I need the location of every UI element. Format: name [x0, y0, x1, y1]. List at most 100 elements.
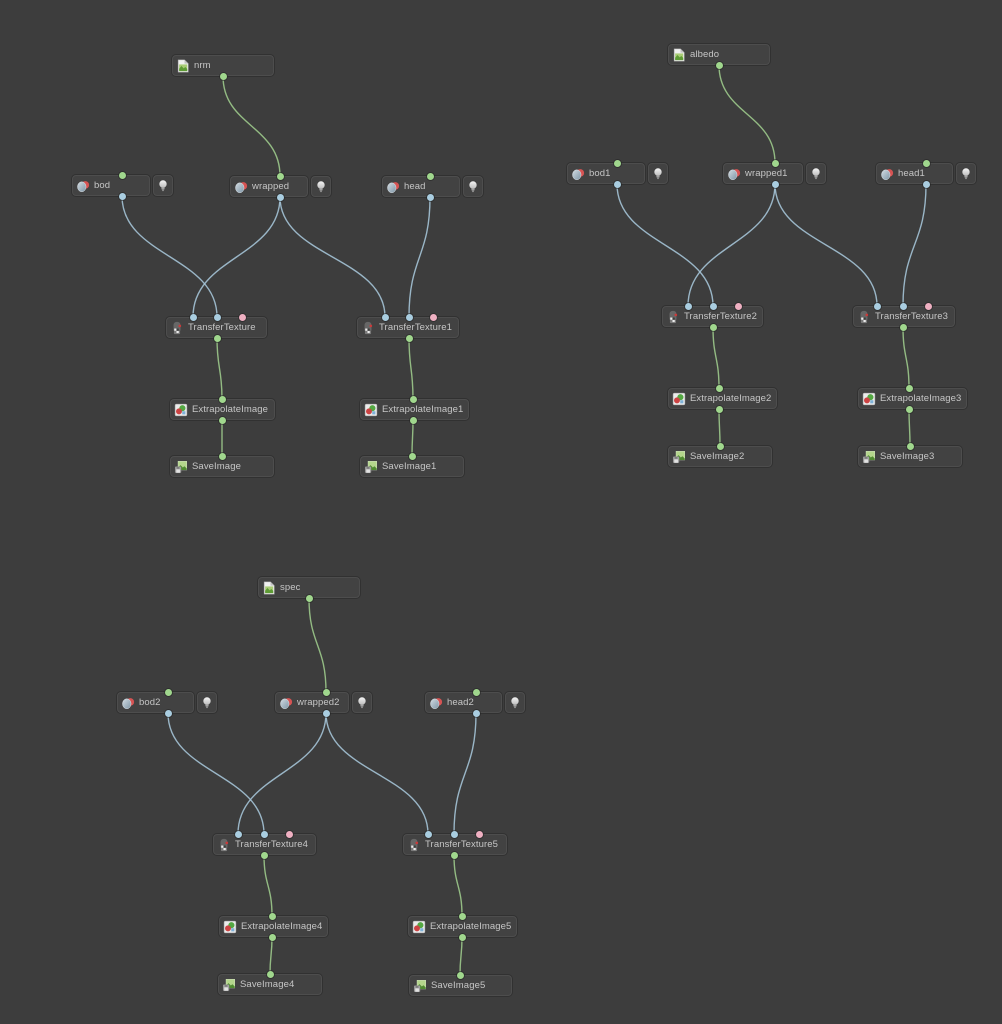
input-port-wrapped2[interactable]: [322, 688, 330, 696]
edge-TransferTexture3-to-ExtrapolateImage3[interactable]: [902, 326, 910, 389]
input-port-bod2[interactable]: [164, 688, 172, 696]
input-port-SaveImage4[interactable]: [266, 970, 274, 978]
edge-head-to-TransferTexture1[interactable]: [408, 196, 431, 318]
input-port-TransferTexture4[interactable]: [260, 830, 268, 838]
visibility-toggle[interactable]: [505, 692, 525, 713]
output-port-ExtrapolateImage5[interactable]: [458, 933, 466, 941]
node-head2[interactable]: head2: [425, 692, 525, 713]
edge-wrapped-to-TransferTexture[interactable]: [192, 196, 281, 318]
input-port-TransferTexture5[interactable]: [424, 830, 432, 838]
output-port-ExtrapolateImage2[interactable]: [715, 405, 723, 413]
output-port-TransferTexture1[interactable]: [405, 334, 413, 342]
output-port-wrapped1[interactable]: [771, 180, 779, 188]
visibility-toggle[interactable]: [153, 175, 173, 196]
input-port-head1[interactable]: [922, 159, 930, 167]
input-port-TransferTexture3[interactable]: [873, 302, 881, 310]
output-port-TransferTexture4[interactable]: [260, 851, 268, 859]
visibility-toggle[interactable]: [806, 163, 826, 184]
input-port-TransferTexture[interactable]: [238, 313, 246, 321]
input-port-head2[interactable]: [472, 688, 480, 696]
output-port-ExtrapolateImage1[interactable]: [409, 416, 417, 424]
edge-spec-to-wrapped2[interactable]: [308, 597, 327, 693]
output-port-ExtrapolateImage4[interactable]: [268, 933, 276, 941]
visibility-toggle[interactable]: [648, 163, 668, 184]
edge-ExtrapolateImage5-to-SaveImage5[interactable]: [459, 936, 463, 976]
edge-TransferTexture-to-ExtrapolateImage[interactable]: [216, 337, 223, 400]
visibility-toggle[interactable]: [311, 176, 331, 197]
edge-wrapped1-to-TransferTexture3[interactable]: [774, 183, 878, 307]
input-port-TransferTexture1[interactable]: [381, 313, 389, 321]
input-port-TransferTexture1[interactable]: [405, 313, 413, 321]
input-port-SaveImage2[interactable]: [716, 442, 724, 450]
input-port-TransferTexture2[interactable]: [734, 302, 742, 310]
edge-ExtrapolateImage2-to-SaveImage2[interactable]: [718, 408, 721, 447]
input-port-wrapped[interactable]: [276, 172, 284, 180]
input-port-TransferTexture3[interactable]: [924, 302, 932, 310]
input-port-ExtrapolateImage5[interactable]: [458, 912, 466, 920]
input-port-ExtrapolateImage1[interactable]: [409, 395, 417, 403]
edge-head1-to-TransferTexture3[interactable]: [902, 183, 927, 307]
node-wrapped[interactable]: wrapped: [230, 176, 331, 197]
input-port-TransferTexture4[interactable]: [285, 830, 293, 838]
input-port-TransferTexture2[interactable]: [684, 302, 692, 310]
output-port-TransferTexture3[interactable]: [899, 323, 907, 331]
output-port-spec[interactable]: [305, 594, 313, 602]
input-port-bod[interactable]: [118, 171, 126, 179]
edge-wrapped2-to-TransferTexture4[interactable]: [237, 712, 327, 835]
output-port-nrm[interactable]: [219, 72, 227, 80]
edge-bod-to-TransferTexture[interactable]: [121, 195, 218, 318]
node-wrapped2[interactable]: wrapped2: [275, 692, 372, 713]
node-extrapolateimage2[interactable]: ExtrapolateImage2: [668, 388, 778, 409]
output-port-TransferTexture5[interactable]: [450, 851, 458, 859]
visibility-toggle[interactable]: [352, 692, 372, 713]
output-port-TransferTexture[interactable]: [213, 334, 221, 342]
node-extrapolateimage1[interactable]: ExtrapolateImage1: [360, 399, 470, 420]
output-port-head[interactable]: [426, 193, 434, 201]
edge-wrapped1-to-TransferTexture2[interactable]: [687, 183, 776, 307]
input-port-SaveImage3[interactable]: [906, 442, 914, 450]
visibility-toggle[interactable]: [956, 163, 976, 184]
input-port-TransferTexture3[interactable]: [899, 302, 907, 310]
input-port-TransferTexture5[interactable]: [475, 830, 483, 838]
edge-ExtrapolateImage4-to-SaveImage4[interactable]: [269, 936, 273, 975]
input-port-SaveImage5[interactable]: [456, 971, 464, 979]
input-port-TransferTexture1[interactable]: [429, 313, 437, 321]
output-port-albedo[interactable]: [715, 61, 723, 69]
input-port-TransferTexture5[interactable]: [450, 830, 458, 838]
input-port-ExtrapolateImage[interactable]: [218, 395, 226, 403]
input-port-ExtrapolateImage2[interactable]: [715, 384, 723, 392]
input-port-head[interactable]: [426, 172, 434, 180]
output-port-wrapped2[interactable]: [322, 709, 330, 717]
edge-wrapped-to-TransferTexture1[interactable]: [279, 196, 386, 318]
edge-TransferTexture2-to-ExtrapolateImage2[interactable]: [712, 326, 720, 389]
input-port-SaveImage1[interactable]: [408, 452, 416, 460]
output-port-bod1[interactable]: [613, 180, 621, 188]
node-saveimage1[interactable]: SaveImage1: [360, 456, 464, 477]
edge-albedo-to-wrapped1[interactable]: [718, 64, 776, 164]
input-port-TransferTexture4[interactable]: [234, 830, 242, 838]
input-port-TransferTexture[interactable]: [189, 313, 197, 321]
input-port-SaveImage[interactable]: [218, 452, 226, 460]
output-port-ExtrapolateImage[interactable]: [218, 416, 226, 424]
edge-bod1-to-TransferTexture2[interactable]: [616, 183, 714, 307]
edge-wrapped2-to-TransferTexture5[interactable]: [325, 712, 429, 835]
node-extrapolateimage3[interactable]: ExtrapolateImage3: [858, 388, 968, 409]
visibility-toggle[interactable]: [463, 176, 483, 197]
output-port-TransferTexture2[interactable]: [709, 323, 717, 331]
edge-bod2-to-TransferTexture4[interactable]: [167, 712, 265, 835]
node-head1[interactable]: head1: [876, 163, 976, 184]
node-bod2[interactable]: bod2: [117, 692, 217, 713]
node-wrapped1[interactable]: wrapped1: [723, 163, 826, 184]
output-port-ExtrapolateImage3[interactable]: [905, 405, 913, 413]
input-port-TransferTexture2[interactable]: [709, 302, 717, 310]
output-port-head1[interactable]: [922, 180, 930, 188]
input-port-TransferTexture[interactable]: [213, 313, 221, 321]
node-saveimage2[interactable]: SaveImage2: [668, 446, 772, 467]
input-port-ExtrapolateImage4[interactable]: [268, 912, 276, 920]
input-port-ExtrapolateImage3[interactable]: [905, 384, 913, 392]
output-port-wrapped[interactable]: [276, 193, 284, 201]
node-bod1[interactable]: bod1: [567, 163, 668, 184]
output-port-bod2[interactable]: [164, 709, 172, 717]
node-nrm[interactable]: nrm: [172, 55, 274, 76]
edge-TransferTexture4-to-ExtrapolateImage4[interactable]: [263, 854, 273, 917]
